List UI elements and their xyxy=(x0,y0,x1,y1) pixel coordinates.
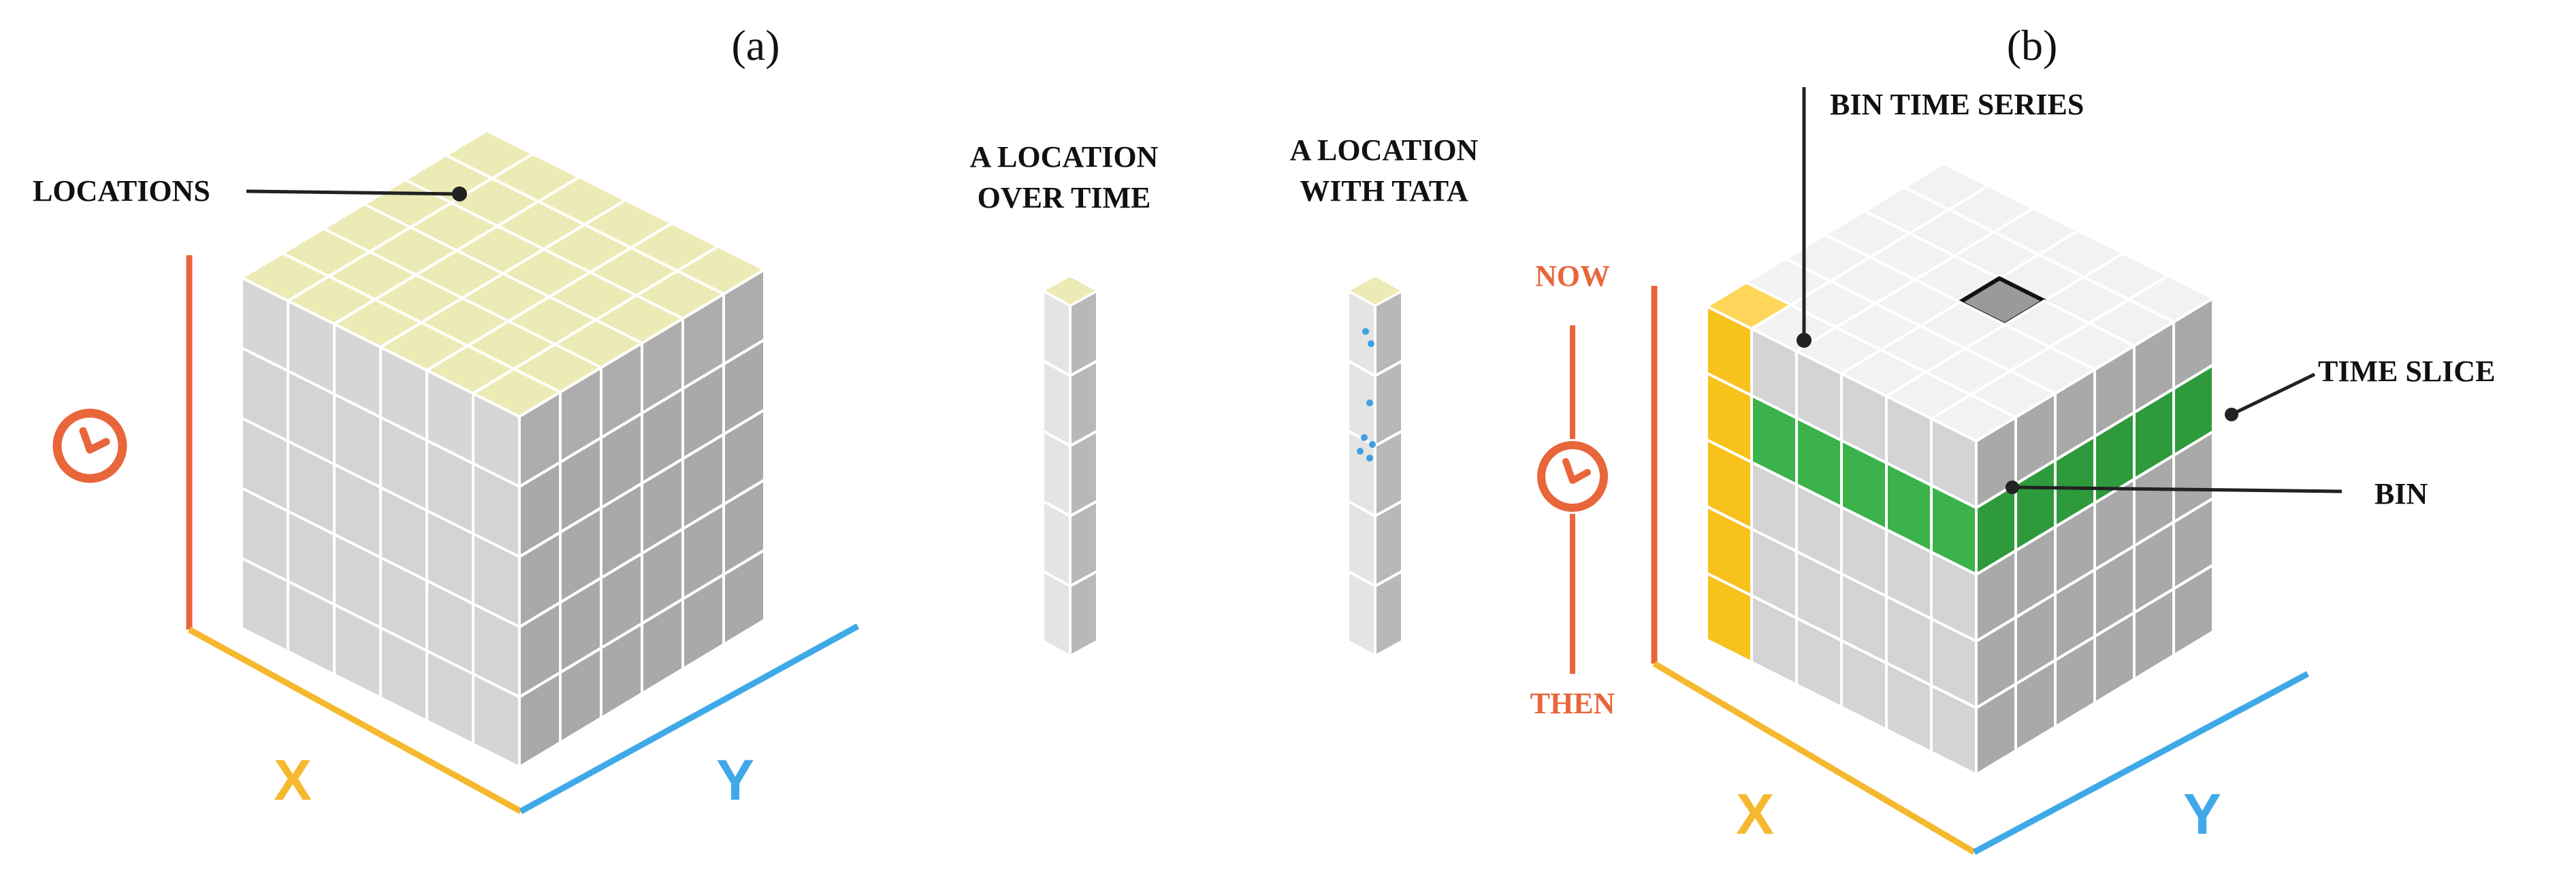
cube-face-top xyxy=(1930,393,2017,442)
clock-icon xyxy=(1537,441,1608,512)
panel-b-cube xyxy=(1705,162,2215,776)
bin-label: BIN xyxy=(2374,477,2428,510)
location-with-data-label-line1: A LOCATION xyxy=(1290,133,1479,167)
data-point xyxy=(1366,455,1373,461)
bin-leader-line xyxy=(2013,485,2342,493)
locations-leader-line xyxy=(246,189,458,196)
y-axis-line-b xyxy=(1972,671,2310,855)
x-axis-line xyxy=(187,627,523,814)
column-face-top xyxy=(1347,274,1404,307)
panel-a-axes: X Y xyxy=(46,255,860,814)
panel-a-caption: (a) xyxy=(731,21,779,69)
data-point xyxy=(1357,448,1364,455)
column-face-top xyxy=(1042,274,1099,307)
y-axis-line xyxy=(519,623,860,814)
location-over-time-label-line1: A LOCATION xyxy=(970,140,1159,174)
panel-a-columns xyxy=(1042,274,1404,657)
panel-b-caption: (b) xyxy=(2007,21,2058,69)
time-slice-leader-dot xyxy=(2225,408,2238,421)
location-with-data-label-line2: WITH TATA xyxy=(1300,174,1468,208)
then-label: THEN xyxy=(1530,687,1615,720)
bin-time-series-label: BIN TIME SERIES xyxy=(1830,88,2084,121)
data-point xyxy=(1361,434,1368,441)
x-axis-label-b: X xyxy=(1736,782,1774,846)
data-point xyxy=(1368,340,1374,347)
now-label: NOW xyxy=(1535,259,1610,293)
y-axis-label-b: Y xyxy=(2183,782,2221,846)
data-point xyxy=(1362,328,1369,335)
panel-a-cube xyxy=(240,129,766,768)
cube-cell xyxy=(1930,393,2017,509)
locations-leader-dot xyxy=(452,186,467,201)
location-over-time-label-line2: OVER TIME xyxy=(978,181,1151,214)
clock-icon xyxy=(46,408,127,483)
bin-time-series-leader-dot xyxy=(1797,333,1812,348)
time-slice-leader-line xyxy=(2232,372,2316,416)
cube-cell xyxy=(472,578,562,698)
bin-leader-dot xyxy=(2006,481,2019,494)
locations-label: LOCATIONS xyxy=(33,174,210,208)
x-axis-line-b xyxy=(1652,661,1976,855)
data-point xyxy=(1369,441,1376,448)
cube-cell xyxy=(472,368,562,488)
cube-face-top xyxy=(472,368,562,418)
time-slice-label: TIME SLICE xyxy=(2318,355,2495,388)
y-axis-label: Y xyxy=(716,748,754,812)
data-point xyxy=(1366,400,1373,406)
x-axis-label: X xyxy=(274,748,312,812)
panel-b-axes: NOW THEN X Y xyxy=(1530,259,2310,855)
